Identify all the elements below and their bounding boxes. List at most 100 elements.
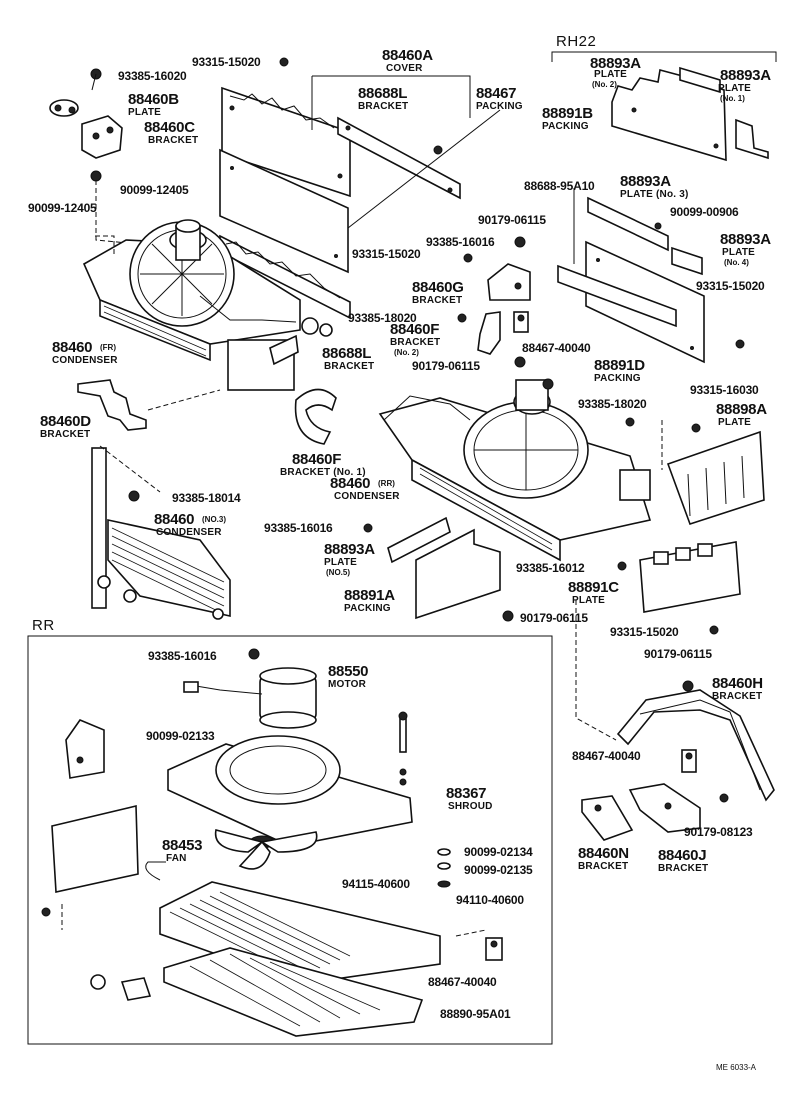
label-88460-fr-sub: (FR)	[100, 343, 116, 352]
label-90099-02134: 90099-02134	[464, 845, 533, 859]
grille-88890-95A01	[163, 947, 424, 1037]
label-88460-fr: 88460	[52, 339, 93, 356]
label-88460C: 88460C	[144, 119, 195, 136]
condenser-88460-no3	[91, 447, 231, 620]
label-88460-fr-name: CONDENSER	[52, 355, 118, 366]
label-93315-15020-d: 93315-15020	[610, 625, 679, 639]
bracket-88460C	[81, 115, 123, 159]
bracket-88460F-no2	[477, 311, 501, 355]
plate-88893A-no4	[671, 246, 703, 276]
washers-rr	[437, 848, 451, 888]
leader	[99, 445, 161, 493]
label-88460-no3-sub: (NO.3)	[202, 515, 226, 524]
bracket-88688L-b	[269, 334, 299, 366]
label-93315-15020-a: 93315-15020	[192, 55, 261, 69]
leader	[147, 389, 221, 411]
label-88460D: 88460D	[40, 413, 91, 430]
label-90099-02135: 90099-02135	[464, 863, 533, 877]
label-93315-15020-b: 93315-15020	[352, 247, 421, 261]
nut-90179-06115-c	[502, 610, 514, 622]
label-88453-name: FAN	[166, 853, 187, 864]
panel-rr-left	[51, 804, 139, 893]
motor-88550	[183, 667, 317, 729]
mount-88467-40040-b	[681, 749, 697, 773]
bolt-tall-rr	[398, 711, 408, 786]
plate-88893A-no2	[679, 66, 721, 94]
bracket-88460D	[77, 379, 147, 431]
label-88893A-no1-sub: (No. 1)	[720, 94, 745, 103]
plate-88893A-no3	[587, 196, 669, 252]
screw-rr-left	[41, 907, 51, 917]
nut-90179-06115-d	[682, 680, 694, 692]
clamp-rr	[90, 974, 152, 1001]
section-rh22-label: RH22	[556, 33, 597, 50]
label-88460A: 88460A	[382, 47, 433, 64]
shroud-88367	[167, 735, 413, 847]
label-94110-40600: 94110-40600	[456, 893, 524, 907]
label-88688L-b-name: BRACKET	[324, 361, 375, 372]
label-88891A: 88891A	[344, 587, 395, 604]
label-88688L-top: 88688L	[358, 85, 408, 102]
label-88890-95A01: 88890-95A01	[440, 1007, 511, 1021]
label-88460F-b-name: BRACKET (No. 1)	[280, 467, 366, 478]
label-93385-18014: 93385-18014	[172, 491, 241, 505]
bolt-93385-16012	[617, 561, 627, 571]
label-93385-16016-a: 93385-16016	[426, 235, 495, 249]
label-88893A-no5-sub: (NO.5)	[326, 568, 350, 577]
label-90179-06115-c: 90179-06115	[520, 611, 588, 625]
label-88460-no3: 88460	[154, 511, 195, 528]
label-88467: 88467	[476, 85, 517, 102]
plate-88898A	[666, 430, 765, 525]
plate-88460B	[49, 99, 79, 117]
label-93385-16020: 93385-16020	[118, 69, 187, 83]
leader	[455, 929, 487, 937]
label-93385-16016-c: 93385-16016	[148, 649, 217, 663]
label-88467-name: PACKING	[476, 101, 523, 112]
label-93385-16012: 93385-16012	[516, 561, 585, 575]
label-88688L-b: 88688L	[322, 345, 372, 362]
bolt-93315-15020-a	[279, 57, 289, 67]
nut-90179-08123	[719, 793, 729, 803]
label-88460J: 88460J	[658, 847, 707, 864]
plate-88893A-no1	[735, 118, 769, 160]
label-88460G: 88460G	[412, 279, 464, 296]
label-88460H: 88460H	[712, 675, 763, 692]
label-88460-rr-name: CONDENSER	[334, 491, 400, 502]
label-90179-06115-b: 90179-06115	[412, 359, 480, 373]
mount-88467-40040-c	[485, 937, 503, 961]
label-93385-16016-b: 93385-16016	[264, 521, 333, 535]
label-88460A-name: COVER	[386, 63, 423, 74]
leader	[312, 75, 471, 118]
label-88550-name: MOTOR	[328, 679, 367, 690]
label-94115-40600: 94115-40600	[342, 877, 410, 891]
bolt-93385-16016-a	[463, 253, 473, 263]
nut-90179-06115-a	[514, 236, 526, 248]
nut-90179-06115-b	[514, 356, 526, 368]
label-88891B-name: PACKING	[542, 121, 589, 132]
plate-88893A-no5	[387, 516, 451, 564]
rh22-section-bracket	[551, 51, 777, 62]
label-88460H-name: BRACKET	[712, 691, 763, 702]
label-88467-40040-b: 88467-40040	[572, 749, 641, 763]
bracket-88460H	[616, 689, 775, 802]
label-88460J-name: BRACKET	[658, 863, 709, 874]
bolt-93315-16030	[691, 423, 701, 433]
label-88893A-no5: 88893A	[324, 541, 375, 558]
label-88893A-no3-name: PLATE (No. 3)	[620, 189, 689, 200]
label-88891D-name: PACKING	[594, 373, 641, 384]
bolt-93385-18020-a	[457, 313, 467, 323]
bracket-88460N	[581, 795, 634, 841]
label-88460C-name: BRACKET	[148, 135, 199, 146]
screw-90099-00906	[654, 222, 662, 230]
label-88893A-no2-sub: (No. 2)	[592, 80, 617, 89]
label-88893A-no2-name: PLATE	[594, 69, 628, 80]
label-90099-00906: 90099-00906	[670, 205, 739, 219]
label-93315-16030: 93315-16030	[690, 383, 759, 397]
bracket-88688-95A10	[557, 264, 677, 328]
label-88467-40040-a: 88467-40040	[522, 341, 591, 355]
label-90099-12405-b: 90099-12405	[28, 201, 97, 215]
label-93315-15020-c: 93315-15020	[696, 279, 765, 293]
label-88891D: 88891D	[594, 357, 645, 374]
label-88688L-top-name: BRACKET	[358, 101, 409, 112]
